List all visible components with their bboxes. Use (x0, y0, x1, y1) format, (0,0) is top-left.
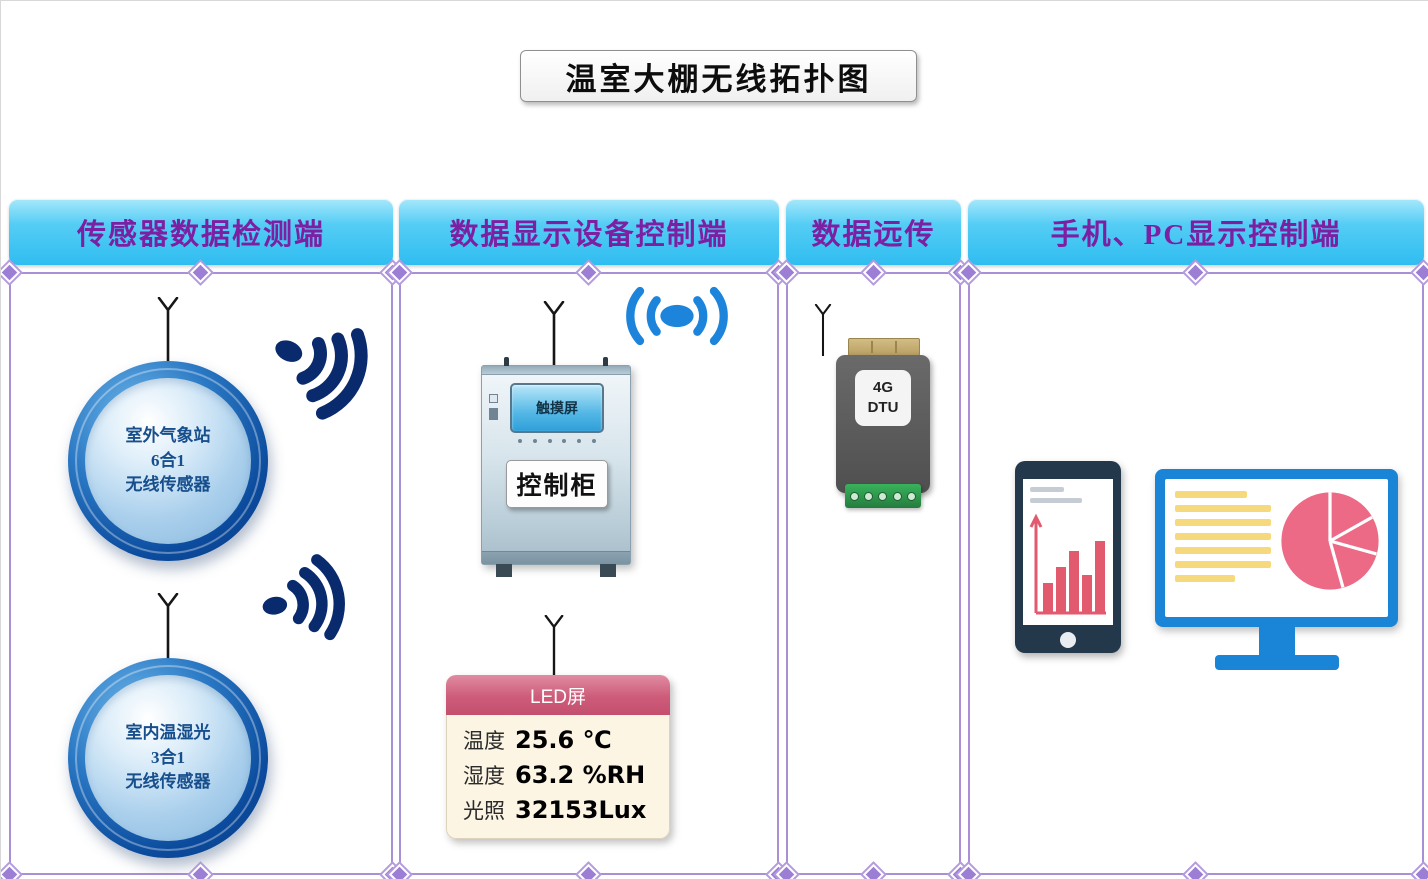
sensor-label-line: 无线传感器 (125, 772, 211, 792)
sensor-node-indoor: 室内温湿光 3合1 无线传感器 (68, 658, 268, 858)
dtu-device: 4G DTU (803, 304, 953, 514)
phone-home-button (1060, 632, 1076, 648)
sensor-label-line: 室内温湿光 (125, 723, 211, 743)
column-header-display-control-label: 数据显示设备控制端 (449, 219, 729, 251)
touch-screen-label: 触摸屏 (536, 402, 578, 417)
monitor-stand (1259, 627, 1295, 655)
led-reading-label: 温度 (463, 729, 505, 753)
dtu-body: 4G DTU (836, 355, 930, 493)
column-header-sensors-label: 传感器数据检测端 (76, 219, 325, 251)
led-panel-header: LED屏 (446, 675, 670, 715)
broadcast-icon (626, 286, 728, 346)
sensor-label-line: 3合1 (151, 747, 185, 767)
frame-ornament (1187, 264, 1204, 281)
column-header-remote-transmission-label: 数据远传 (811, 219, 936, 251)
led-reading-label: 湿度 (463, 764, 505, 788)
column-header-client-display: 手机、PC显示控制端 (968, 199, 1424, 265)
frame-ornament (1, 866, 18, 879)
wireless-signal-icon (275, 328, 368, 420)
bar-chart-icon (1029, 513, 1106, 615)
dtu-label-line: 4G (872, 378, 893, 396)
monitor-screen (1165, 479, 1388, 617)
led-reading-humidity: 湿度 63.2 %RH (463, 760, 653, 790)
sensor-label-line: 6合1 (151, 450, 185, 470)
sensor-node-outdoor-label: 室外气象站 6合1 无线传感器 (85, 378, 251, 544)
led-reading-label: 光照 (463, 799, 505, 823)
column-header-remote-transmission: 数据远传 (786, 199, 961, 265)
cabinet-foot (600, 564, 616, 577)
text-line-icon (1030, 487, 1064, 492)
pie-chart-icon (1281, 492, 1379, 590)
frame-ornament (192, 866, 209, 879)
frame-ornament (1, 264, 18, 281)
frame-ornament (1415, 264, 1428, 281)
smartphone-illustration (1015, 461, 1121, 653)
frame-ornament (865, 264, 881, 281)
sensor-label-line: 室外气象站 (125, 426, 211, 446)
dtu-nameplate: 4G DTU (855, 370, 911, 426)
led-display-panel: LED屏 温度 25.6 ℃ 湿度 63.2 %RH 光照 32153Lux (446, 675, 670, 839)
frame-ornament (865, 866, 881, 879)
cabinet-base-strip (482, 551, 630, 564)
diagram-title: 温室大棚无线拓扑图 (565, 61, 872, 97)
frame-ornament (580, 264, 597, 281)
text-lines-icon (1175, 491, 1271, 589)
sensor-node-outdoor: 室外气象站 6合1 无线传感器 (68, 361, 268, 561)
led-panel-title: LED屏 (530, 686, 586, 708)
control-cabinet: 触摸屏 控制柜 (481, 357, 631, 577)
frame-ornament (1415, 866, 1428, 879)
cabinet-knob (603, 357, 608, 368)
panel-sensors: 室外气象站 6合1 无线传感器 室内温湿光 3合1 无线传感器 (1, 264, 401, 879)
panel-client-display (960, 264, 1428, 879)
led-reading-light: 光照 32153Lux (463, 795, 653, 825)
text-line-icon (1030, 498, 1082, 503)
panel-remote-transmission: 4G DTU (778, 264, 969, 879)
antenna-icon (157, 593, 179, 659)
cabinet-indicator-dots (518, 439, 596, 443)
diagram-title-box: 温室大棚无线拓扑图 (520, 50, 917, 102)
frame-ornament (1187, 866, 1204, 879)
monitor-base (1215, 655, 1339, 670)
cabinet-side-button (489, 394, 498, 403)
led-reading-temperature: 温度 25.6 ℃ (463, 725, 653, 755)
phone-screen (1023, 479, 1113, 625)
led-reading-value: 63.2 %RH (515, 761, 646, 789)
column-header-display-control: 数据显示设备控制端 (399, 199, 779, 265)
panel-display-control: 触摸屏 控制柜 LED屏 温度 25.6 ℃ 湿度 (391, 264, 787, 879)
wireless-signal-icon (262, 554, 345, 641)
column-header-client-display-label: 手机、PC显示控制端 (1050, 219, 1342, 251)
dtu-label-line: DTU (867, 399, 899, 416)
frame-ornament (580, 866, 597, 879)
dtu-top-connector (848, 338, 920, 356)
led-reading-value: 32153Lux (515, 796, 647, 824)
dtu-terminal-block (845, 484, 921, 508)
cabinet-knob (504, 357, 509, 368)
sensor-node-indoor-label: 室内温湿光 3合1 无线传感器 (85, 675, 251, 841)
antenna-icon (157, 297, 179, 363)
cabinet-side-vent (489, 408, 498, 420)
touch-screen: 触摸屏 (510, 383, 604, 433)
frame-ornament (192, 264, 209, 281)
led-reading-value: 25.6 ℃ (515, 726, 612, 754)
antenna-icon (544, 615, 564, 675)
control-cabinet-nameplate: 控制柜 (506, 460, 608, 508)
column-header-sensors: 传感器数据检测端 (9, 199, 393, 265)
antenna-icon (814, 304, 832, 356)
led-panel-body: 温度 25.6 ℃ 湿度 63.2 %RH 光照 32153Lux (446, 715, 670, 839)
cabinet-top-strip (482, 366, 630, 375)
antenna-icon (543, 301, 565, 367)
sensor-label-line: 无线传感器 (125, 475, 211, 495)
control-cabinet-label: 控制柜 (516, 473, 598, 500)
pc-monitor-illustration (1155, 469, 1398, 627)
cabinet-foot (496, 564, 512, 577)
